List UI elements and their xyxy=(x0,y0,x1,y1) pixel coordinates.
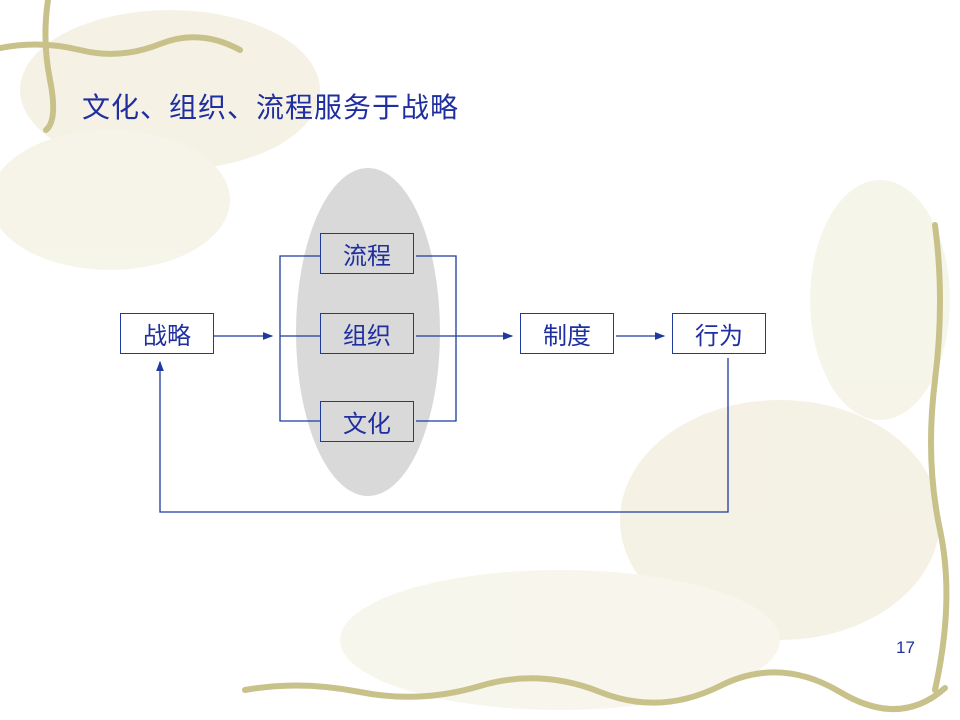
slide-title: 文化、组织、流程服务于战略 xyxy=(82,91,460,124)
node-system: 制度 xyxy=(520,313,614,354)
node-culture: 文化 xyxy=(320,401,414,442)
vine-border xyxy=(0,0,950,712)
node-strategy: 战略 xyxy=(120,313,214,354)
node-behavior: 行为 xyxy=(672,313,766,354)
left-bracket xyxy=(279,255,320,422)
flower-decoration xyxy=(0,10,950,710)
arrow-group-to-system xyxy=(416,255,512,422)
connectors xyxy=(156,255,729,513)
node-process: 流程 xyxy=(320,233,414,274)
feedback-arrow xyxy=(156,358,729,513)
page-number: 17 xyxy=(896,638,915,657)
node-organization: 组织 xyxy=(320,313,414,354)
